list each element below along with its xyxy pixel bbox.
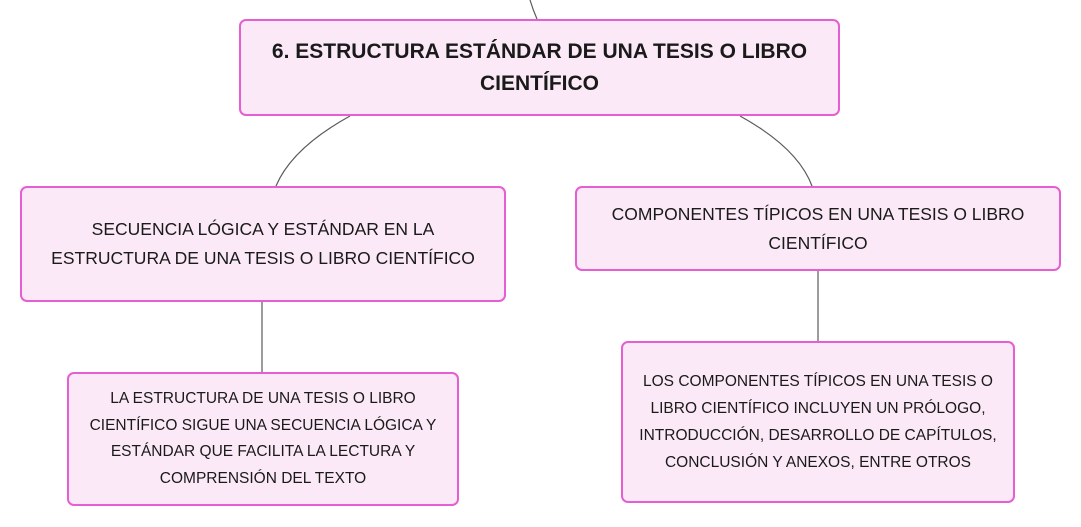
leaf-text-componentes-incluyen: LOS COMPONENTES TÍPICOS EN UNA TESIS O L… xyxy=(639,373,997,471)
branch-text-componentes-tipicos: COMPONENTES TÍPICOS EN UNA TESIS O LIBRO… xyxy=(611,203,1025,253)
branch-node-componentes-tipicos[interactable]: COMPONENTES TÍPICOS EN UNA TESIS O LIBRO… xyxy=(575,186,1061,271)
root-topic-node[interactable]: 6. ESTRUCTURA ESTÁNDAR DE UNA TESIS O LI… xyxy=(239,19,840,116)
connector-root-to-left-branch xyxy=(275,115,351,187)
connector-root-to-right-branch xyxy=(739,115,813,187)
leaf-text-estructura-secuencia: LA ESTRUCTURA DE UNA TESIS O LIBRO CIENT… xyxy=(89,390,437,487)
branch-text-secuencia-logica: SECUENCIA LÓGICA Y ESTÁNDAR EN LA ESTRUC… xyxy=(51,219,475,268)
connector-parent-to-root xyxy=(529,0,538,20)
branch-node-secuencia-logica[interactable]: SECUENCIA LÓGICA Y ESTÁNDAR EN LA ESTRUC… xyxy=(20,186,506,302)
root-topic-text: 6. ESTRUCTURA ESTÁNDAR DE UNA TESIS O LI… xyxy=(271,39,808,95)
leaf-node-componentes-incluyen[interactable]: LOS COMPONENTES TÍPICOS EN UNA TESIS O L… xyxy=(621,341,1015,503)
leaf-node-estructura-secuencia[interactable]: LA ESTRUCTURA DE UNA TESIS O LIBRO CIENT… xyxy=(67,372,459,506)
